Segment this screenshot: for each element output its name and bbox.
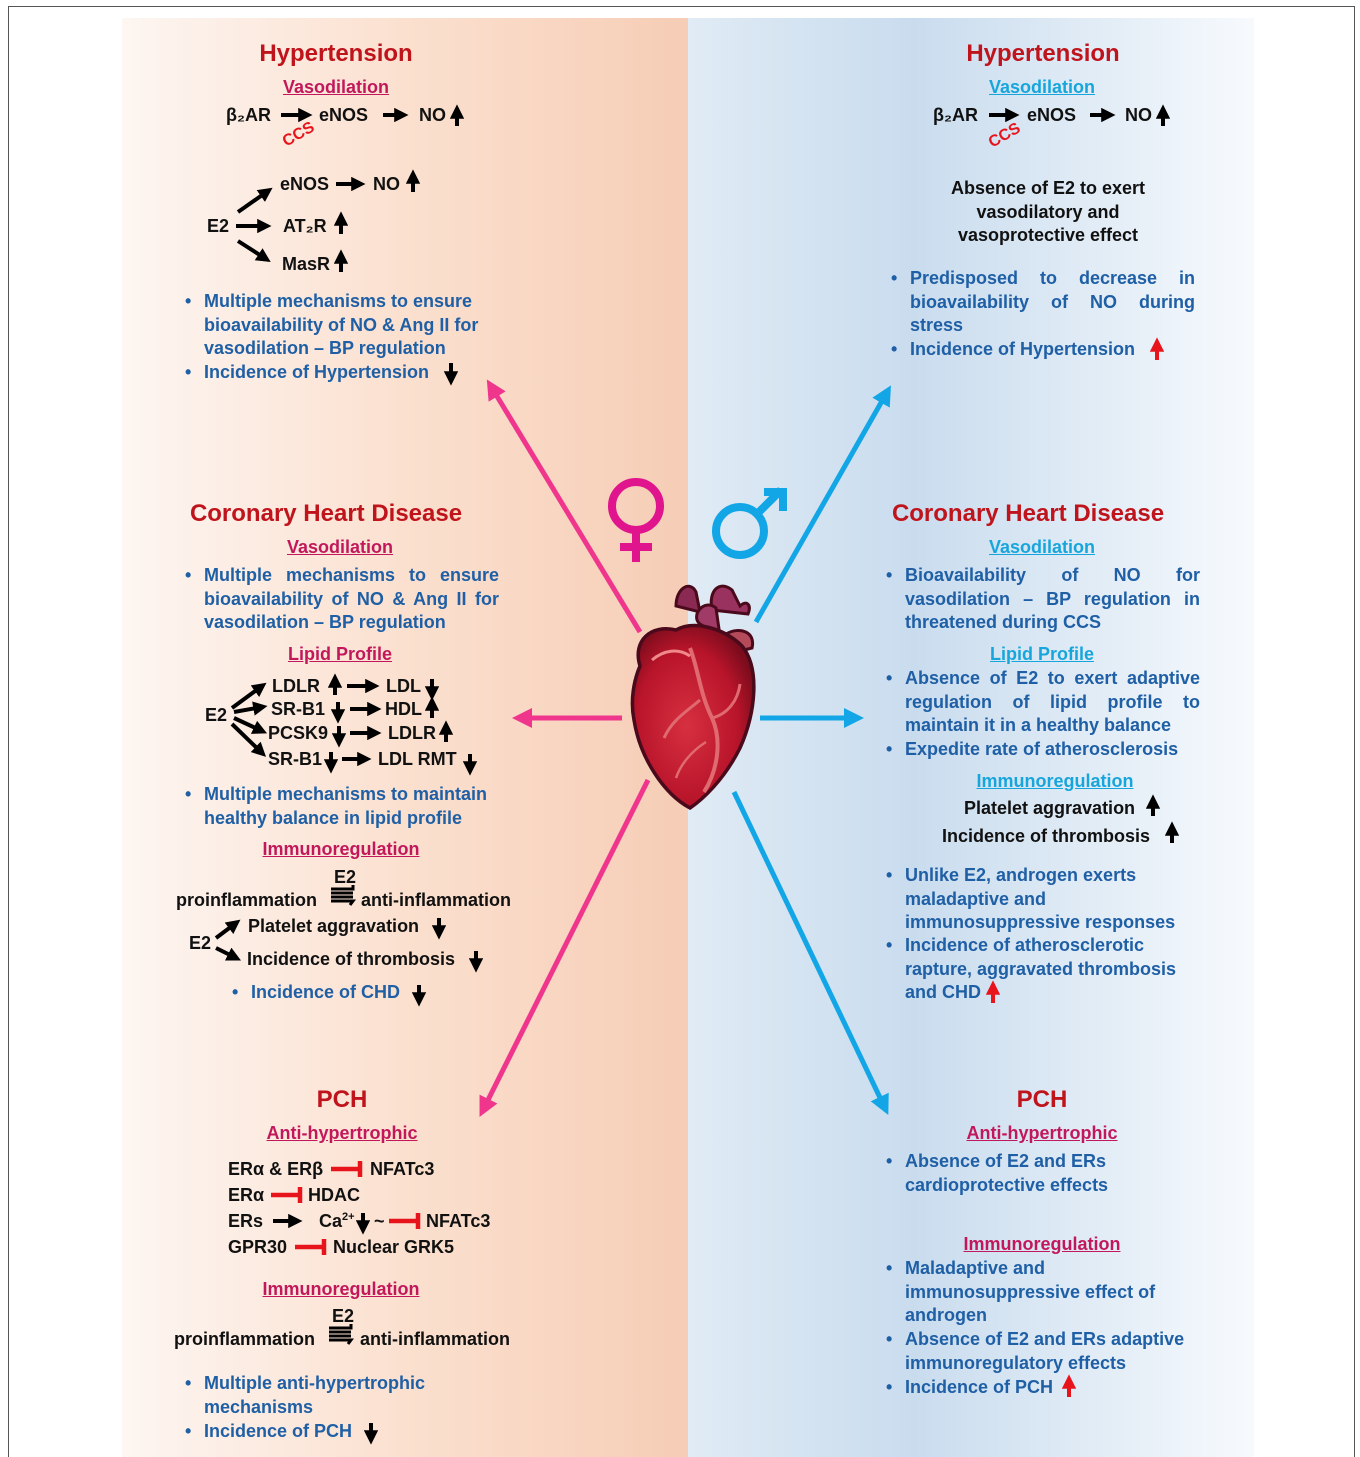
female-chd-immuno-e2-2: E2 [189,933,212,953]
female-chd-incidence-bullet: •Incidence of CHD [232,982,401,1002]
arrow-male-pch [731,790,889,1116]
male-lipid-bullet-1: •Absence of E2 to exert adaptive regulat… [886,668,1200,735]
female-pch-antihypertrophic: Anti-hypertrophic [266,1123,418,1143]
female-chd-title: Coronary Heart Disease [189,500,463,527]
female-chd-immuno-e2: E2 [334,867,357,887]
female-chd-vasodilation: Vasodilation [286,537,394,557]
lipid-row-1-a: LDLR [272,676,320,696]
masr-label: MasR [282,254,331,274]
female-chd-lipid-title: Lipid Profile [287,644,392,664]
female-hypertension-title: Hypertension [259,40,413,67]
enos-label-2: eNOS [280,174,330,194]
at2r-label: AT₂R [283,216,327,236]
lipid-row-3-a: PCSK9 [268,723,329,743]
lipid-row-4-a: SR-B1 [268,749,323,769]
female-symbol-icon [608,478,664,562]
female-hypertension-bullet-2: •Incidence of Hypertension [185,362,430,382]
tilde-label: ~ [374,1211,385,1231]
female-pch-anti-inflammation: anti-inflammation [360,1329,511,1349]
lipid-row-1-b: LDL [386,676,421,696]
female-lipid-e2: E2 [205,705,228,725]
female-pch-immuno-title: Immunoregulation [262,1279,420,1299]
male-chd-vasodilation: Vasodilation [988,537,1096,557]
male-chd-title: Coronary Heart Disease [891,500,1165,527]
male-chd-vaso-bullet: •Bioavailability of NO for vasodilation … [886,565,1200,632]
male-pch-immuno-bullet-2: •Absence of E2 and ERs adaptive immunore… [886,1329,1185,1373]
er-alpha-label: ERα [228,1185,265,1205]
male-hypertension-title: Hypertension [966,40,1120,67]
male-chd-lipid-title: Lipid Profile [989,644,1094,664]
figure-frame [8,6,1355,1457]
female-chd-anti-inflammation: anti-inflammation [361,890,512,910]
female-incidence-thrombosis: Incidence of thrombosis [247,949,456,969]
nfatc3-label-1: NFATc3 [370,1159,435,1179]
nfatc3-label-2: NFATc3 [426,1211,491,1231]
male-lipid-bullet-2: •Expedite rate of atherosclerosis [886,739,1179,759]
arrow-female-pch [479,778,651,1117]
lipid-row-2-a: SR-B1 [271,699,326,719]
lipid-row-3-b: LDLR [388,723,436,743]
female-pch-proinflammation: proinflammation [174,1329,316,1349]
female-lipid-bullet: •Multiple mechanisms to maintain healthy… [185,784,488,828]
male-incidence-thrombosis: Incidence of thrombosis [942,826,1151,846]
gpr30-label: GPR30 [228,1237,288,1257]
b2ar-label: β₂AR [226,105,271,125]
female-chd-proinflammation: proinflammation [176,890,318,910]
ers-label: ERs [228,1211,264,1231]
male-pch-immuno-bullet-1: •Maladaptive and immunosuppressive effec… [886,1258,1156,1325]
female-chd-immuno-title: Immunoregulation [262,839,420,859]
lipid-row-4-b: LDL RMT [378,749,457,769]
male-immuno-bullet-2: •Incidence of atherosclerotic rapture, a… [886,935,1177,1002]
enos-label: eNOS [319,105,369,125]
male-pch-antihypertrophic: Anti-hypertrophic [966,1123,1118,1143]
arrow-female-hypertension [486,379,643,634]
no-label-2: NO [373,174,400,194]
no-label: NO [419,105,446,125]
male-hypertension-subtitle: Vasodilation [988,77,1096,97]
nuclear-grk5-label: Nuclear GRK5 [333,1237,455,1257]
female-hypertension-subtitle: Vasodilation [282,77,390,97]
male-immuno-bullet-1: •Unlike E2, androgen exerts maladaptive … [886,865,1176,932]
arrow-male-hypertension [753,385,891,624]
lipid-row-2-b: HDL [385,699,422,719]
male-absence-e2-text: Absence of E2 to exert vasodilatory and … [950,178,1146,245]
heart-icon [630,584,756,811]
male-symbol-icon [712,487,787,559]
male-no-label: NO [1125,105,1152,125]
female-pch-title: PCH [316,1086,368,1113]
ca-label: Ca2+ [319,1211,355,1231]
male-enos-label: eNOS [1027,105,1077,125]
female-pch-bullet-2: •Incidence of PCH [185,1421,353,1441]
male-platelet-aggravation: Platelet aggravation [964,798,1136,818]
male-hypertension-bullet-2: •Incidence of Hypertension [891,339,1136,359]
male-chd-immuno-title: Immunoregulation [976,771,1134,791]
male-pch-incidence-bullet: •Incidence of PCH [886,1377,1054,1397]
male-pch-title: PCH [1016,1086,1068,1113]
male-pch-immuno-title: Immunoregulation [963,1234,1121,1254]
female-chd-vaso-bullet: •Multiple mechanisms to ensure bioavaila… [185,565,499,632]
e2-label: E2 [207,216,230,236]
female-pch-bullet-1: •Multiple anti-hypertrophic mechanisms [185,1373,426,1417]
male-hypertension-bullet-1: •Predisposed to decrease in bioavailabil… [891,268,1195,335]
er-alpha-beta-label: ERα & ERβ [228,1159,324,1179]
male-b2ar-label: β₂AR [933,105,978,125]
female-hypertension-bullet-1: •Multiple mechanisms to ensure bioavaila… [185,291,479,358]
male-pch-anti-bullet: •Absence of E2 and ERs cardioprotective … [886,1151,1109,1195]
female-pch-e2: E2 [332,1306,355,1326]
female-platelet-aggravation: Platelet aggravation [248,916,420,936]
hdac-label: HDAC [308,1185,360,1205]
